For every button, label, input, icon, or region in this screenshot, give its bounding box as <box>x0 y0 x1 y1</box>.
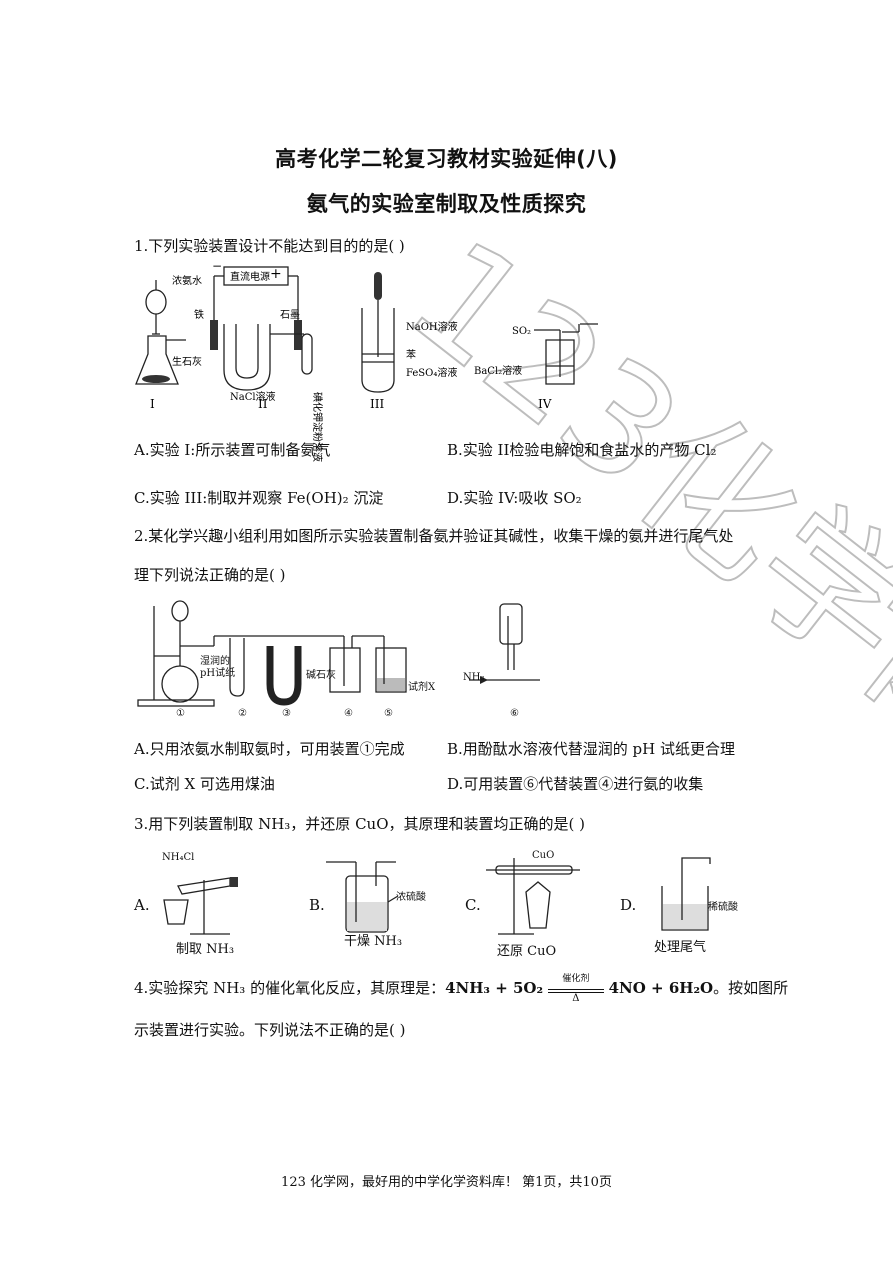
label-naoh: NaOH溶液 <box>406 320 458 333</box>
q3-label-b-top: 浓硫酸 <box>396 892 426 903</box>
label-I: I <box>150 397 155 411</box>
label-conc-ammonia: 浓氨水 <box>172 274 202 287</box>
label-wet-ph: 湿润的pH试纸 <box>200 656 236 679</box>
q1-option-a: A.实验 I:所示装置可制备氨气 <box>134 441 331 459</box>
q2-option-b: B.用酚酞水溶液代替湿润的 pH 试纸更合理 <box>447 740 736 758</box>
label-so2: SO₂ <box>512 326 531 337</box>
q4-catalyst: 催化剂 <box>562 974 590 984</box>
q4-stem-part1: 4.实验探究 NH₃ 的催化氧化反应，其原理是： <box>134 979 446 997</box>
q3-caption-c: 还原 CuO <box>497 944 557 959</box>
q2-apparatus-figure <box>137 600 540 707</box>
question-3-stem: 3.用下列装置制取 NH₃，并还原 CuO，其原理和装置均正确的是( ) <box>134 815 585 833</box>
label-n4: ④ <box>344 708 353 719</box>
q2-option-a: A.只用浓氨水制取氨时，可用装置①完成 <box>134 740 405 758</box>
label-graphite: 石墨 <box>280 309 300 321</box>
apparatus-II <box>210 266 313 391</box>
q3-label-a-top: NH₄Cl <box>162 852 195 863</box>
question-1-stem: 1.下列实验装置设计不能达到目的的是( ) <box>134 237 405 255</box>
q3-letter-b: B. <box>309 896 325 914</box>
q4-equal-sign <box>547 989 604 993</box>
apparatus-III <box>361 272 395 393</box>
question-2-stem-line1: 2.某化学兴趣小组利用如图所示实验装置制备氨并验证其碱性，收集干燥的氨并进行尾气… <box>134 527 734 545</box>
q3-letter-a: A. <box>134 896 150 914</box>
label-feso4: FeSO₄溶液 <box>406 366 457 379</box>
label-n3: ③ <box>282 708 291 719</box>
q1-option-b: B.实验 II检验电解饱和食盐水的产物 Cl₂ <box>447 441 717 459</box>
page-title: 高考化学二轮复习教材实验延伸(八) <box>275 147 618 171</box>
q1-apparatus-figure: 浓氨水 生石灰 I + − 直流电源 铁 石墨 NaCl溶液 碘化钾淀粉溶液 I… <box>135 259 598 462</box>
label-nh3-q2: NH₃ <box>463 672 485 683</box>
label-ki-starch: 碘化钾淀粉溶液 <box>311 392 324 462</box>
q1-option-c: C.实验 III:制取并观察 Fe(OH)₂ 沉淀 <box>134 489 384 507</box>
page-subtitle: 氨气的实验室制取及性质探究 <box>306 192 587 216</box>
apparatus-I <box>135 280 186 385</box>
q1-option-d: D.实验 IV:吸收 SO₂ <box>447 489 582 507</box>
minus-sign: − <box>212 259 222 273</box>
label-n1: ① <box>176 708 185 719</box>
label-n6: ⑥ <box>510 708 519 719</box>
q4-equation-left: 4NH₃ + 5O₂ <box>445 979 544 997</box>
q4-stem-part2: 。按如图所 <box>713 979 789 997</box>
label-II: II <box>258 397 268 411</box>
q4-heat: Δ <box>572 993 580 1004</box>
q3-caption-a: 制取 NH₃ <box>176 942 235 957</box>
q3-label-d-top: 稀硫酸 <box>708 902 738 913</box>
q3-caption-d: 处理尾气 <box>654 940 707 955</box>
apparatus-IV <box>534 323 598 385</box>
page-footer: 123 化学网，最好用的中学化学资料库！ 第1页，共10页 <box>281 1175 612 1190</box>
q3-apparatus-figure <box>163 857 711 935</box>
label-III: III <box>370 397 384 411</box>
label-reagent-x: 试剂X <box>408 682 436 693</box>
question-4-stem-line1: 4.实验探究 NH₃ 的催化氧化反应，其原理是：4NH₃ + 5O₂ 催化剂 Δ… <box>134 974 789 1004</box>
q2-option-d: D.可用装置⑥代替装置④进行氨的收集 <box>447 775 704 793</box>
label-soda-lime: 碱石灰 <box>306 670 336 681</box>
plus-sign: + <box>270 266 282 282</box>
label-nacl: NaCl溶液 <box>230 390 276 403</box>
label-benzene: 苯 <box>406 348 416 361</box>
q3-letter-d: D. <box>620 896 637 914</box>
question-2-stem-line2: 理下列说法正确的是( ) <box>134 566 286 584</box>
label-dc-power: 直流电源 <box>230 270 270 283</box>
q3-letter-c: C. <box>465 896 481 914</box>
label-IV: IV <box>538 397 552 411</box>
label-n5: ⑤ <box>384 708 393 719</box>
label-n2: ② <box>238 708 247 719</box>
question-4-stem-line2: 示装置进行实验。下列说法不正确的是( ) <box>134 1021 406 1039</box>
label-bacl2: BaCl₂溶液 <box>474 364 522 377</box>
q4-reaction-arrow: 催化剂 Δ <box>547 974 604 1004</box>
q3-label-c-top: CuO <box>532 850 555 861</box>
label-iron: 铁 <box>194 308 204 321</box>
q3-caption-b: 干燥 NH₃ <box>344 934 403 949</box>
q4-equation-right: 4NO + 6H₂O <box>608 979 714 997</box>
q2-option-c: C.试剂 X 可选用煤油 <box>134 775 275 793</box>
label-quicklime: 生石灰 <box>172 355 202 368</box>
